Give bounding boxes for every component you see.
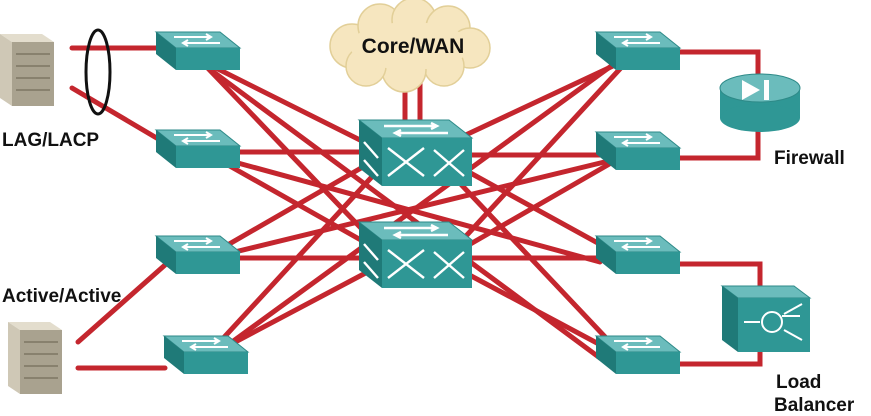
network-links: [69, 45, 763, 371]
active-active-label: Active/Active: [2, 286, 121, 307]
server-icon: [0, 33, 55, 107]
cloud-icon: [329, 0, 491, 93]
lag-lacp-label: LAG/LACP: [2, 130, 99, 151]
switch-icon: [155, 235, 241, 275]
switch-icon: [155, 31, 241, 71]
switch-icon: [163, 335, 249, 375]
multilayer-switch-icon: [357, 220, 474, 290]
load-balancer-label-line2: Balancer: [774, 395, 855, 416]
server-icon: [7, 321, 63, 395]
lag-ellipse: [84, 28, 112, 116]
load-balancer-label-line1: Load: [776, 372, 821, 393]
multilayer-switch-icon: [357, 118, 474, 188]
core-wan-label: Core/WAN: [362, 35, 465, 58]
load-balancer-icon: [720, 285, 812, 352]
switch-icon: [595, 31, 681, 71]
firewall-icon: [719, 73, 801, 132]
switch-icon: [595, 235, 681, 275]
firewall-label: Firewall: [774, 148, 845, 169]
switch-icon: [595, 335, 681, 375]
switch-icon: [155, 129, 241, 169]
